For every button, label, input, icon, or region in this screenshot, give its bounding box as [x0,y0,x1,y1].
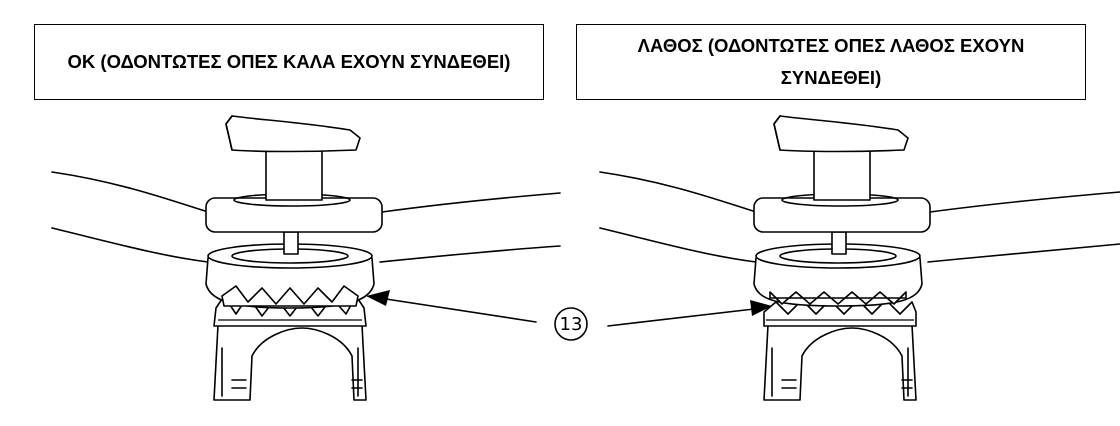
t-handle [225,115,361,153]
t-handle-edge [773,115,781,151]
frame-upper-right-line [381,192,561,213]
frame-lower-left-line [51,227,209,263]
frame-upper-right-line [929,191,1120,213]
shaft [831,231,847,255]
illustration-wrong [599,115,1120,401]
frame-upper-left-line [51,171,209,213]
washer [753,197,931,233]
caption-wrong-text: ΛΑΘΟΣ (ΟΔΟΝΤΩΤΕΣ ΟΠΕΣ ΛΑΘΟΣ ΕΧΟΥΝ ΣΥΝΔΕΘ… [637,35,1025,88]
shaft [283,231,299,255]
clamp-body-slots [231,379,363,389]
clamp-body-slots [781,379,913,389]
callout-arrowhead-left [366,290,390,306]
t-handle [773,115,909,153]
callout-leader-left [385,298,537,323]
clamp-body [213,324,367,401]
bolt-neck [813,149,871,201]
upper-tooth-ring [221,285,359,307]
frame-lower-left-line [599,227,757,263]
illustration-ok [51,115,561,401]
bolt-neck [265,149,323,201]
clamp-body [763,324,917,401]
caption-ok: OK (ΟΔΟΝΤΩΤΕΣ ΟΠΕΣ ΚΑΛΑ ΕΧΟΥΝ ΣΥΝΔΕΘΕΙ) [34,24,544,100]
washer [205,197,383,233]
frame-lower-right-line [927,243,1120,263]
frame-lower-right-line [379,245,561,263]
callout-number: 13 [560,314,583,335]
callout-13: 13 [366,290,772,341]
t-handle-edge [225,115,233,151]
clamp-cup [205,257,375,309]
callout-circle [554,307,588,341]
caption-wrong: ΛΑΘΟΣ (ΟΔΟΝΤΩΤΕΣ ΟΠΕΣ ΛΑΘΟΣ ΕΧΟΥΝ ΣΥΝΔΕΘ… [576,24,1086,100]
upper-tooth-ring [769,291,907,305]
callout-leader-right [607,308,755,327]
caption-ok-text: OK (ΟΔΟΝΤΩΤΕΣ ΟΠΕΣ ΚΑΛΑ ΕΧΟΥΝ ΣΥΝΔΕΘΕΙ) [67,51,511,72]
frame-upper-left-line [599,171,757,213]
callout-arrowhead-right [750,300,772,316]
